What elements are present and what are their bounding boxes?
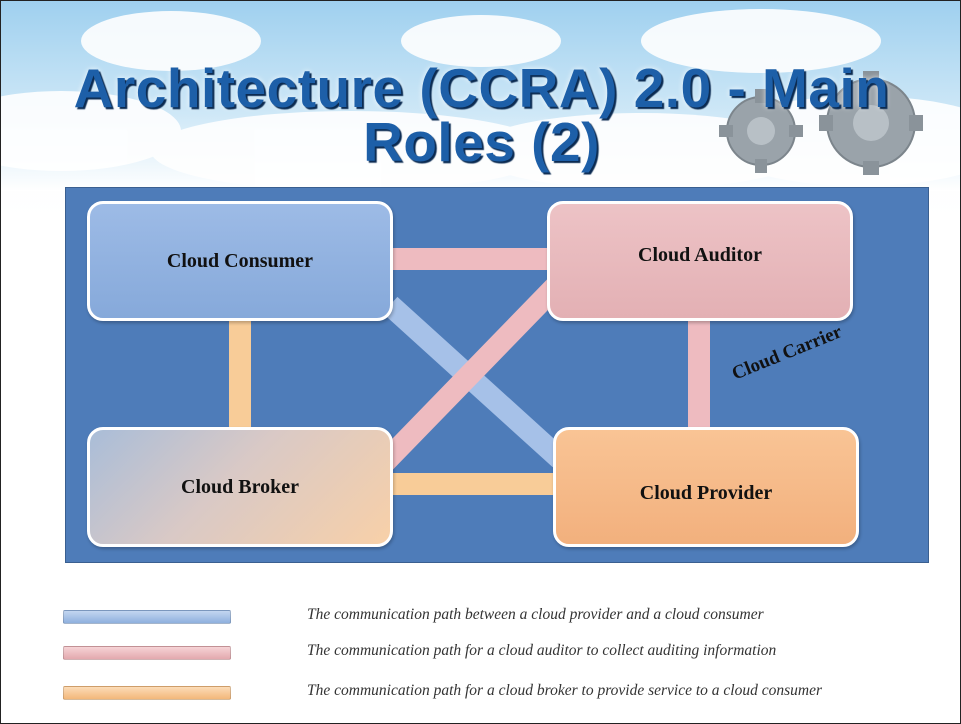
- node-label: Cloud Provider: [639, 481, 773, 504]
- node-cloud-auditor: Cloud Auditor: [547, 201, 853, 321]
- node-label: Cloud Consumer: [166, 249, 314, 272]
- communication-links: [229, 248, 710, 495]
- legend-text: The communication path for a cloud audit…: [307, 642, 777, 659]
- legend-swatch-orange: [63, 686, 231, 700]
- slide-title: Architecture (CCRA) 2.0 - Main Roles (2): [1, 57, 960, 173]
- node-label: Cloud Broker: [181, 475, 299, 498]
- title-line-2: Roles (2): [363, 111, 600, 173]
- node-cloud-consumer: Cloud Consumer: [87, 201, 393, 321]
- title-line-1: Architecture (CCRA) 2.0 - Main: [73, 57, 890, 119]
- legend-text: The communication path for a cloud broke…: [307, 682, 822, 699]
- legend-swatch-pink: [63, 646, 231, 660]
- node-label: Cloud Auditor: [638, 244, 762, 266]
- legend-item: The communication path between a cloud p…: [63, 605, 943, 627]
- legend-swatch-blue: [63, 610, 231, 624]
- gears-icon: [719, 71, 923, 175]
- legend-text: The communication path between a cloud p…: [307, 606, 764, 623]
- link-auditor-broker: [377, 279, 563, 470]
- node-cloud-broker: Cloud Broker: [87, 427, 393, 547]
- legend-item: The communication path for a cloud audit…: [63, 641, 943, 663]
- node-cloud-provider: Cloud Provider: [553, 427, 859, 547]
- legend-item: The communication path for a cloud broke…: [63, 681, 943, 703]
